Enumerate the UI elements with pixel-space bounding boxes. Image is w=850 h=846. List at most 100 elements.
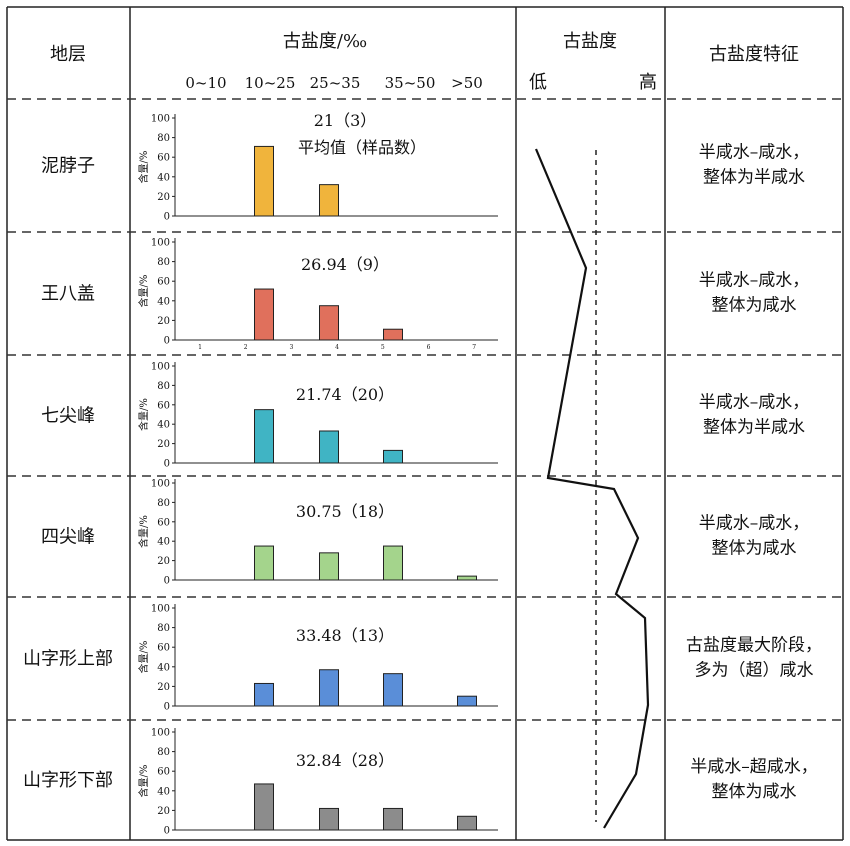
y-tick-label: 100: [151, 604, 170, 615]
y-tick-label: 0: [164, 702, 170, 713]
y-tick-label: 60: [157, 153, 170, 164]
y-axis-label: 含量/%: [137, 641, 150, 674]
y-tick-label: 40: [157, 662, 170, 673]
bar: [254, 783, 274, 831]
y-tick-label: 60: [157, 643, 170, 654]
feature-text: 半咸水–咸水，: [699, 143, 810, 163]
x-tick-label: 7: [472, 344, 476, 351]
feature-text: 整体为半咸水: [703, 168, 805, 188]
chart-panels: 泥脖子半咸水–咸水，整体为半咸水020406080100含量/%21（3）平均值…: [23, 111, 822, 837]
x-tick-label: 6: [427, 344, 431, 351]
avg-label: 21.74（20）: [296, 385, 394, 404]
bar: [319, 184, 339, 217]
panel-6: 山字形下部 半咸水–超咸水， 整体为咸水 0 20 40 60 80 100 含量/% 32.84（…: [23, 728, 818, 837]
y-tick-label: 80: [157, 747, 170, 758]
feature-text: 整体为咸水: [712, 296, 797, 316]
layer-name: 山字形上部: [23, 649, 113, 670]
y-tick-label: 40: [157, 786, 170, 797]
y-tick-label: 100: [151, 114, 170, 125]
bar: [319, 305, 339, 341]
y-tick-label: 60: [157, 277, 170, 288]
y-tick-label: 60: [157, 400, 170, 411]
x-tick-label: 1: [198, 344, 202, 351]
feature-text: 整体为咸水: [712, 782, 797, 802]
y-axis-label: 含量/%: [137, 151, 150, 184]
feature-text: 半咸水–咸水，: [699, 514, 810, 534]
category-label: 25~35: [310, 74, 361, 92]
avg-label: 26.94（9）: [301, 255, 389, 274]
y-tick-label: 60: [157, 767, 170, 778]
y-tick-label: 20: [157, 806, 170, 817]
avg-legend-label: 平均值（样品数）: [298, 138, 426, 157]
bar: [254, 288, 274, 341]
y-tick-label: 0: [164, 826, 170, 837]
y-tick-label: 40: [157, 296, 170, 307]
category-label: 0~10: [185, 74, 226, 92]
feature-text: 半咸水–超咸水，: [690, 757, 818, 777]
avg-label: 33.48（13）: [296, 626, 394, 645]
bar: [457, 695, 477, 707]
y-axis-label: 含量/%: [137, 765, 150, 798]
bar: [383, 328, 403, 341]
bar: [383, 807, 403, 831]
y-tick-label: 40: [157, 537, 170, 548]
y-tick-label: 20: [157, 682, 170, 693]
bar: [254, 409, 274, 464]
y-axis-label: 含量/%: [137, 275, 150, 308]
feature-text: 多为（超）咸水: [695, 661, 814, 681]
y-axis-label: 含量/%: [137, 398, 150, 431]
y-tick-label: 60: [157, 517, 170, 528]
y-tick-label: 20: [157, 439, 170, 450]
bar: [383, 545, 403, 581]
y-tick-label: 0: [164, 336, 170, 347]
feature-text: 古盐度最大阶段，: [686, 636, 822, 656]
y-axis-label: 含量/%: [137, 515, 150, 548]
layer-name: 泥脖子: [41, 156, 95, 177]
y-tick-label: 20: [157, 556, 170, 567]
y-tick-label: 20: [157, 192, 170, 203]
y-tick-label: 80: [157, 381, 170, 392]
y-tick-label: 80: [157, 623, 170, 634]
bar: [254, 545, 274, 581]
category-label: >50: [451, 74, 483, 92]
avg-label: 32.84（28）: [296, 751, 394, 770]
panel-5: 山字形上部 古盐度最大阶段， 多为（超）咸水 0 20 40 60 80 100 含量/% 33.4…: [23, 604, 822, 713]
bar: [319, 807, 339, 831]
y-tick-label: 0: [164, 459, 170, 470]
feature-text: 半咸水–咸水，: [699, 271, 810, 291]
y-tick-label: 80: [157, 133, 170, 144]
y-tick-label: 100: [151, 479, 170, 490]
x-tick-label: 4: [335, 344, 339, 351]
y-tick-label: 80: [157, 257, 170, 268]
bar: [457, 815, 477, 831]
layer-name: 王八盖: [41, 284, 95, 305]
bar: [319, 669, 339, 707]
y-tick-label: 40: [157, 420, 170, 431]
x-tick-label: 3: [289, 344, 293, 351]
feature-text: 整体为咸水: [712, 539, 797, 559]
bar: [254, 145, 274, 217]
row-dividers: [7, 98, 843, 721]
trend-low-label: 低: [529, 72, 547, 93]
layer-name: 四尖峰: [41, 527, 95, 548]
panel-1: 泥脖子半咸水–咸水，整体为半咸水020406080100含量/%21（3）平均值…: [41, 111, 809, 223]
y-tick-label: 40: [157, 172, 170, 183]
header-layer: 地层: [50, 44, 86, 65]
feature-text: 整体为半咸水: [703, 418, 805, 438]
y-tick-label: 20: [157, 316, 170, 327]
y-tick-label: 0: [164, 212, 170, 223]
layer-name: 山字形下部: [23, 770, 113, 791]
avg-label: 30.75（18）: [296, 502, 394, 521]
x-tick-label: 5: [381, 344, 385, 351]
bar: [319, 552, 339, 581]
header-paleosalinity-trend: 古盐度: [563, 31, 617, 52]
y-tick-label: 0: [164, 576, 170, 587]
bar: [254, 682, 274, 707]
bar: [383, 449, 403, 464]
y-tick-label: 100: [151, 728, 170, 739]
trend-curve: [534, 148, 650, 829]
